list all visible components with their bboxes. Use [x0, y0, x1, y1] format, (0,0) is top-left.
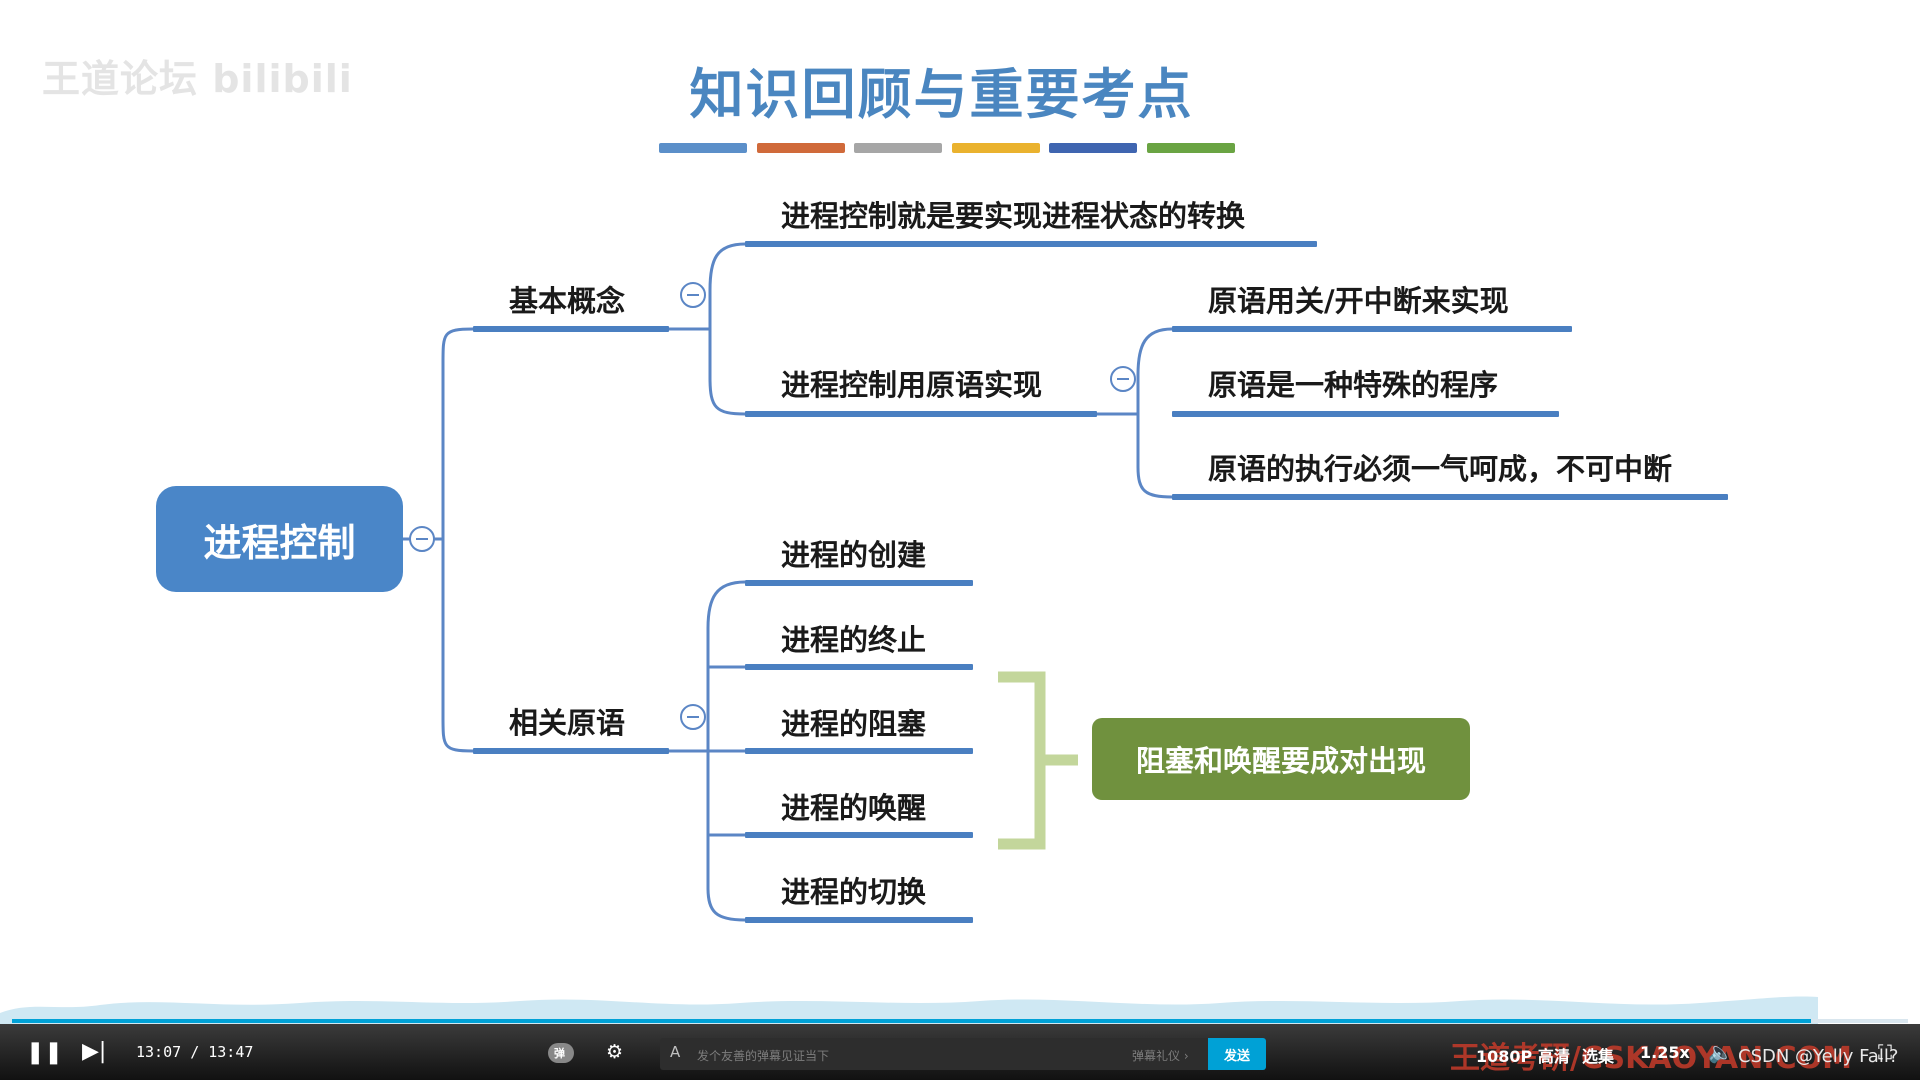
- connector-related-items: [706, 580, 746, 922]
- total-time: 13:47: [208, 1043, 254, 1061]
- node-terminate[interactable]: 进程的终止: [781, 623, 927, 657]
- send-button[interactable]: 发送: [1208, 1038, 1266, 1070]
- underline-state-transition: [745, 241, 1317, 247]
- quality-selector[interactable]: 1080P 高清: [1476, 1047, 1570, 1066]
- danmaku-density-wave: [0, 996, 1818, 1025]
- underline-primitive-program: [1172, 411, 1559, 417]
- time-display: 13:07 / 13:47: [136, 1043, 253, 1061]
- underline-primitive-impl: [745, 411, 1097, 417]
- slide-title: 知识回顾与重要考点: [689, 63, 1194, 126]
- underline-create: [745, 580, 973, 586]
- underline-terminate: [745, 664, 973, 670]
- connector-root-branches: [441, 327, 474, 753]
- root-node[interactable]: 进程控制: [156, 486, 403, 592]
- bracket: [998, 671, 1078, 850]
- pause-icon[interactable]: ❚❚: [26, 1040, 63, 1065]
- node-primitive-program[interactable]: 原语是一种特殊的程序: [1208, 368, 1499, 402]
- watermark: 王道论坛 bilibili: [42, 57, 353, 101]
- danmaku-etiquette-link[interactable]: 弹幕礼仪 ›: [1132, 1049, 1189, 1063]
- collapse-basic-button[interactable]: [680, 282, 706, 308]
- collapse-primitive-button[interactable]: [1110, 366, 1136, 392]
- connector-basic-items: [708, 242, 746, 416]
- node-block[interactable]: 进程的阻塞: [781, 707, 927, 741]
- node-basic-concept[interactable]: 基本概念: [509, 284, 626, 318]
- underline-primitive-interrupt: [1172, 326, 1572, 332]
- underline-primitive-atomic: [1172, 494, 1728, 500]
- title-color-bar: [756, 143, 845, 153]
- volume-icon[interactable]: 🔈: [1708, 1040, 1733, 1064]
- node-primitive-atomic[interactable]: 原语的执行必须一气呵成，不可中断: [1208, 452, 1673, 486]
- title-color-bar: [951, 143, 1040, 153]
- node-create[interactable]: 进程的创建: [781, 538, 927, 572]
- collapse-root-button[interactable]: [409, 526, 435, 552]
- connector-primitive-items: [1136, 327, 1173, 499]
- font-style-icon[interactable]: A: [670, 1043, 681, 1061]
- title-color-bar: [854, 143, 942, 153]
- csdn-credit: CSDN @Yelly Fall?: [1738, 1046, 1899, 1067]
- node-primitive-interrupt[interactable]: 原语用关/开中断来实现: [1208, 284, 1509, 318]
- title-color-bar: [659, 143, 747, 153]
- brand-watermark: 王道考研/CSKAOYAN.COM: [1450, 1041, 1852, 1076]
- underline-basic-concept: [473, 326, 669, 332]
- danmaku-input[interactable]: [660, 1038, 1208, 1070]
- danmaku-toggle-label: 弹: [554, 1047, 565, 1060]
- title-color-bar: [1049, 143, 1137, 153]
- progress-fill: [12, 1019, 1812, 1023]
- node-wakeup[interactable]: 进程的唤醒: [781, 791, 927, 825]
- node-state-transition[interactable]: 进程控制就是要实现进程状态的转换: [781, 199, 1246, 233]
- mindmap-connectors: [403, 242, 1173, 922]
- danmaku-toggle-button[interactable]: 弹: [548, 1043, 574, 1063]
- time-separator: /: [190, 1043, 209, 1061]
- underline-related-primitives: [473, 748, 669, 754]
- episodes-button[interactable]: 选集: [1582, 1047, 1615, 1066]
- title-color-bar: [1146, 143, 1235, 153]
- node-switch[interactable]: 进程的切换: [781, 875, 927, 909]
- underline-block: [745, 748, 973, 754]
- underline-switch: [745, 917, 973, 923]
- fullscreen-icon[interactable]: ⛶: [1878, 1040, 1892, 1064]
- underline-wakeup: [745, 832, 973, 838]
- callout-node[interactable]: 阻塞和唤醒要成对出现: [1092, 718, 1470, 800]
- node-related-primitives[interactable]: 相关原语: [509, 706, 626, 740]
- danmaku-placeholder: 发个友善的弹幕见证当下: [697, 1049, 830, 1063]
- speed-selector[interactable]: 1.25x: [1640, 1043, 1690, 1062]
- collapse-related-button[interactable]: [680, 704, 706, 730]
- next-icon[interactable]: ▶︎|: [82, 1039, 107, 1064]
- node-primitive-impl[interactable]: 进程控制用原语实现: [781, 368, 1043, 402]
- danmaku-settings-icon[interactable]: ⚙: [606, 1041, 624, 1063]
- current-time: 13:07: [136, 1043, 182, 1061]
